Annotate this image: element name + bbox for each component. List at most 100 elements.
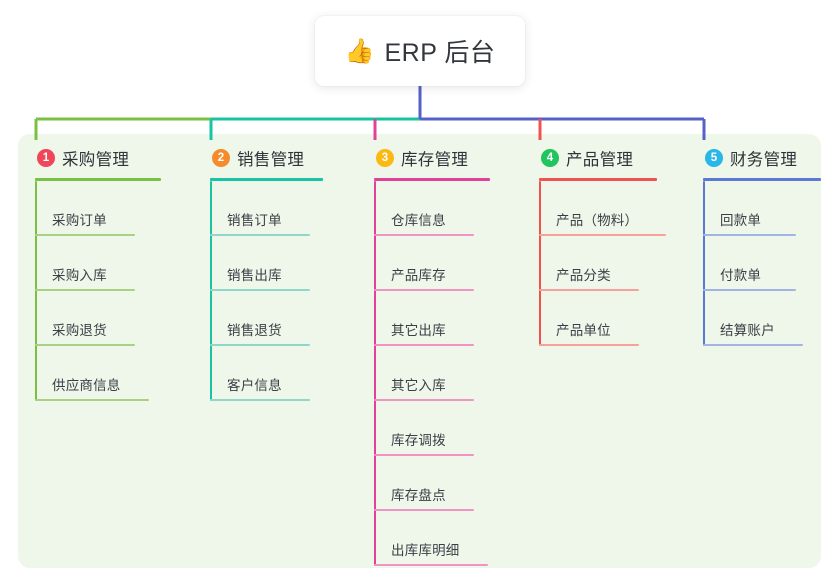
leaf-item[interactable]: 采购退货 xyxy=(35,291,193,346)
leaf-underline xyxy=(374,289,474,291)
leaf-label: 销售订单 xyxy=(227,213,282,228)
leaf-underline xyxy=(703,289,796,291)
leaf-underline xyxy=(35,234,135,236)
branch-leaf-list: 销售订单销售出库销售退货客户信息 xyxy=(210,181,357,401)
leaf-label: 库存调拨 xyxy=(391,433,446,448)
branch-spine xyxy=(703,181,705,346)
leaf-label: 库存盘点 xyxy=(391,488,446,503)
leaf-item[interactable]: 销售退货 xyxy=(210,291,357,346)
branch-columns: 1 采购管理采购订单采购入库采购退货供应商信息 2 销售管理销售订单销售出库销售退货客… xyxy=(18,134,821,568)
branch-number-badge: 4 xyxy=(541,149,559,167)
branch-title: 产品管理 xyxy=(566,151,634,169)
leaf-item[interactable]: 其它出库 xyxy=(374,291,522,346)
branch-leaf-list: 回款单付款单结算账户 xyxy=(703,181,821,346)
leaf-label: 采购退货 xyxy=(52,323,107,338)
leaf-item[interactable]: 采购入库 xyxy=(35,236,193,291)
branch-column-1: 1 采购管理采购订单采购入库采购退货供应商信息 xyxy=(18,134,193,568)
leaf-underline xyxy=(374,564,488,566)
leaf-label: 其它入库 xyxy=(391,378,446,393)
branch-underline xyxy=(35,178,161,181)
leaf-item[interactable]: 付款单 xyxy=(703,236,821,291)
leaf-item[interactable]: 结算账户 xyxy=(703,291,821,346)
branch-leaf-list: 仓库信息产品库存其它出库其它入库库存调拨库存盘点出库库明细 xyxy=(374,181,522,566)
leaf-underline xyxy=(374,234,474,236)
branch-title: 采购管理 xyxy=(62,151,130,169)
leaf-underline xyxy=(539,234,666,236)
branch-number-badge: 1 xyxy=(37,149,55,167)
leaf-label: 出库库明细 xyxy=(391,543,460,558)
leaf-underline xyxy=(35,289,135,291)
leaf-label: 其它出库 xyxy=(391,323,446,338)
leaf-underline xyxy=(210,289,310,291)
leaf-label: 回款单 xyxy=(720,213,762,228)
leaf-item[interactable]: 出库库明细 xyxy=(374,511,522,566)
branch-column-5: 5 财务管理回款单付款单结算账户 xyxy=(686,134,821,568)
leaf-label: 付款单 xyxy=(720,268,762,283)
thumbs-up-icon: 👍 xyxy=(344,38,375,65)
leaf-label: 供应商信息 xyxy=(52,378,121,393)
branch-spine xyxy=(35,181,37,401)
branch-underline xyxy=(703,178,821,181)
branch-header-2[interactable]: 2 销售管理 xyxy=(193,145,357,171)
leaf-label: 销售退货 xyxy=(227,323,282,338)
leaf-item[interactable]: 其它入库 xyxy=(374,346,522,401)
branches-panel xyxy=(18,134,821,568)
leaf-underline xyxy=(35,399,149,401)
leaf-item[interactable]: 销售订单 xyxy=(210,181,357,236)
leaf-label: 产品分类 xyxy=(556,268,611,283)
branch-header-3[interactable]: 3 库存管理 xyxy=(357,145,522,171)
leaf-underline xyxy=(539,289,639,291)
leaf-item[interactable]: 库存盘点 xyxy=(374,456,522,511)
leaf-item[interactable]: 产品（物料） xyxy=(539,181,686,236)
leaf-item[interactable]: 采购订单 xyxy=(35,181,193,236)
branch-underline xyxy=(539,178,657,181)
branch-underline xyxy=(210,178,323,181)
branch-title: 销售管理 xyxy=(237,151,305,169)
leaf-item[interactable]: 回款单 xyxy=(703,181,821,236)
branch-column-3: 3 库存管理仓库信息产品库存其它出库其它入库库存调拨库存盘点出库库明细 xyxy=(357,134,522,568)
branch-spine xyxy=(539,181,541,346)
leaf-label: 产品库存 xyxy=(391,268,446,283)
branch-title: 库存管理 xyxy=(401,151,469,169)
leaf-underline xyxy=(374,344,474,346)
leaf-underline xyxy=(374,399,474,401)
leaf-underline xyxy=(210,234,310,236)
branch-number-badge: 5 xyxy=(705,149,723,167)
leaf-item[interactable]: 产品单位 xyxy=(539,291,686,346)
leaf-label: 产品（物料） xyxy=(556,213,639,228)
leaf-label: 采购入库 xyxy=(52,268,107,283)
branch-title: 财务管理 xyxy=(730,151,798,169)
branch-column-4: 4 产品管理产品（物料） 产品分类产品单位 xyxy=(522,134,686,568)
leaf-underline xyxy=(703,234,796,236)
leaf-underline xyxy=(703,344,803,346)
branch-underline xyxy=(374,178,490,181)
root-node-title: ERP 后台 xyxy=(384,39,496,67)
leaf-item[interactable]: 库存调拨 xyxy=(374,401,522,456)
branch-spine xyxy=(210,181,212,401)
branch-header-4[interactable]: 4 产品管理 xyxy=(522,145,686,171)
leaf-label: 采购订单 xyxy=(52,213,107,228)
leaf-item[interactable]: 产品分类 xyxy=(539,236,686,291)
leaf-item[interactable]: 产品库存 xyxy=(374,236,522,291)
leaf-underline xyxy=(539,344,639,346)
leaf-item[interactable]: 仓库信息 xyxy=(374,181,522,236)
leaf-item[interactable]: 客户信息 xyxy=(210,346,357,401)
branch-header-5[interactable]: 5 财务管理 xyxy=(686,145,821,171)
leaf-underline xyxy=(35,344,135,346)
leaf-underline xyxy=(374,454,474,456)
branch-header-1[interactable]: 1 采购管理 xyxy=(18,145,193,171)
branch-leaf-list: 产品（物料） 产品分类产品单位 xyxy=(539,181,686,346)
root-node[interactable]: 👍 ERP 后台 xyxy=(315,16,525,86)
leaf-underline xyxy=(210,399,310,401)
leaf-item[interactable]: 销售出库 xyxy=(210,236,357,291)
leaf-label: 结算账户 xyxy=(720,323,775,338)
leaf-item[interactable]: 供应商信息 xyxy=(35,346,193,401)
leaf-label: 仓库信息 xyxy=(391,213,446,228)
branch-number-badge: 3 xyxy=(376,149,394,167)
branch-number-badge: 2 xyxy=(212,149,230,167)
branch-spine xyxy=(374,181,376,566)
leaf-underline xyxy=(374,509,474,511)
branch-leaf-list: 采购订单采购入库采购退货供应商信息 xyxy=(35,181,193,401)
leaf-label: 销售出库 xyxy=(227,268,282,283)
